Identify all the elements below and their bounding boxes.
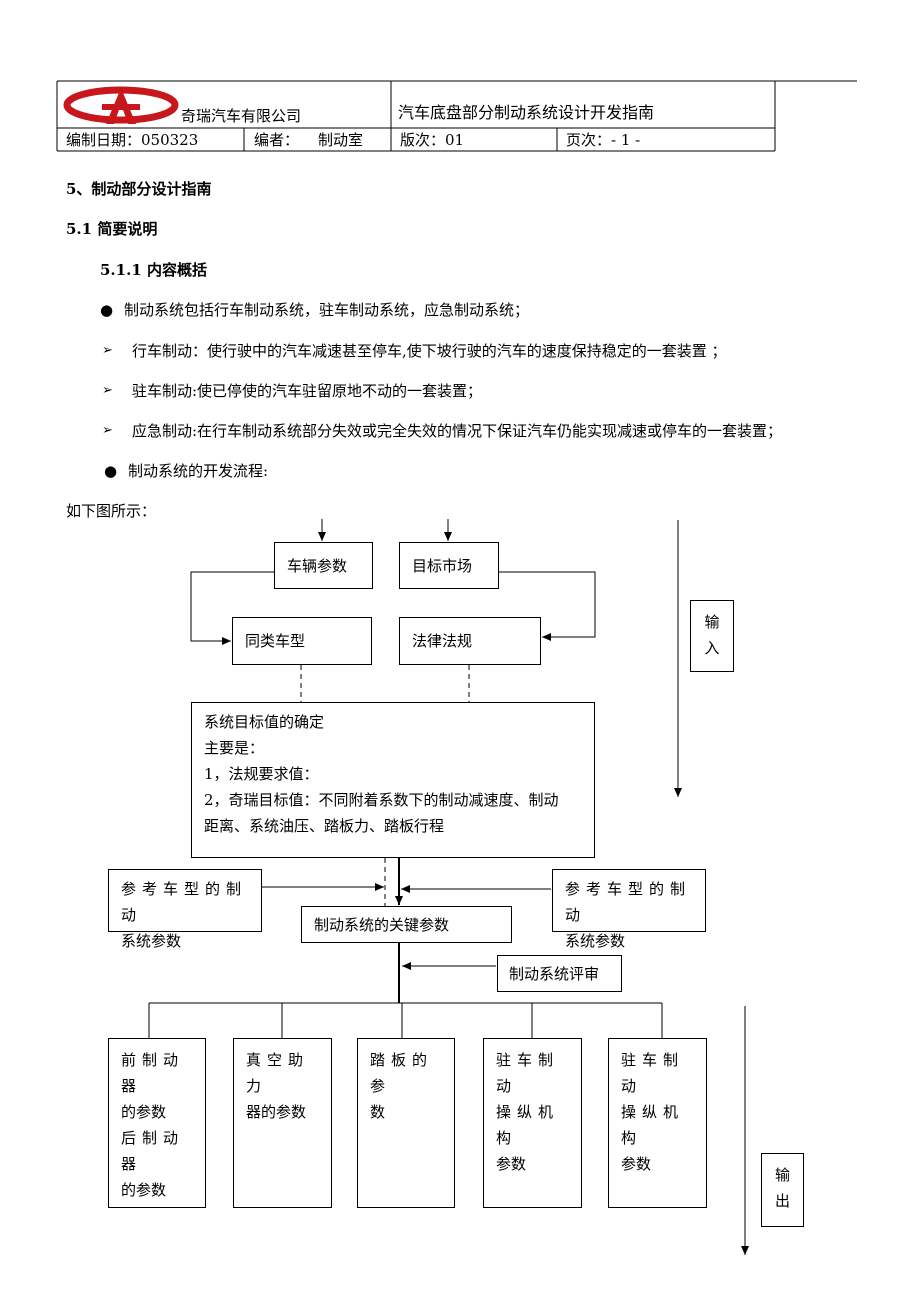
output-label-2: 出 <box>774 1192 790 1210</box>
system-target-box: 系统目标值的确定 主要是： 1，法规要求值： 2，奇瑞目标值：不同附着系数下的制… <box>191 702 595 858</box>
box-label: 法律法规 <box>412 632 473 650</box>
output-line: 参数 <box>496 1155 527 1173</box>
bullet-brake-systems: 制动系统包括行车制动系统，驻车制动系统，应急制动系统； <box>124 301 530 319</box>
bullet-dot-icon: ● <box>104 462 118 480</box>
ref-line: 参考车型的制动 <box>565 880 692 924</box>
company-name: 奇瑞汽车有限公司 <box>181 107 302 125</box>
output-line: 的参数 <box>121 1103 167 1121</box>
page-number: 页次：- 1 - <box>566 131 641 149</box>
target-line: 距离、系统油压、踏板力、踏板行程 <box>204 817 445 835</box>
box-label: 同类车型 <box>245 632 306 650</box>
arrow-bullet-icon: ➢ <box>102 383 113 398</box>
arrow-bullet-icon: ➢ <box>102 423 113 438</box>
target-market-box: 目标市场 <box>399 542 499 589</box>
front-rear-brake-params-box: 前制动器 的参数 后制动器 的参数 <box>108 1038 206 1208</box>
output-line: 器的参数 <box>246 1103 307 1121</box>
output-line: 前制动器 <box>121 1051 185 1095</box>
output-stage-box: 输 出 <box>761 1153 804 1227</box>
bullet-emergency-brake: 应急制动:在行车制动系统部分失效或完全失效的情况下保证汽车仍能实现减速或停车的一… <box>132 422 783 440</box>
section-5-1-heading: 5.1 简要说明 <box>66 220 158 238</box>
input-label-2: 入 <box>704 639 720 657</box>
output-line: 数 <box>370 1103 386 1121</box>
box-label: 制动系统的关键参数 <box>314 916 450 934</box>
target-line: 2，奇瑞目标值：不同附着系数下的制动减速度、制动 <box>204 791 559 809</box>
regulations-box: 法律法规 <box>399 617 541 665</box>
output-label-1: 输 <box>774 1166 790 1184</box>
ref-model-left-box: 参考车型的制动 系统参数 <box>108 869 262 950</box>
target-line: 1，法规要求值： <box>204 765 319 783</box>
chery-logo <box>63 86 179 124</box>
review-box: 制动系统评审 <box>497 955 622 992</box>
key-params-box: 制动系统的关键参数 <box>301 906 512 943</box>
output-line: 参数 <box>621 1155 652 1173</box>
input-stage-box: 输 入 <box>690 600 734 672</box>
ref-line: 系统参数 <box>565 932 626 950</box>
bullet-service-brake: 行车制动：使行驶中的汽车减速甚至停车,使下坡行驶的汽车的速度保持稳定的一套装置 … <box>132 342 727 360</box>
ref-model-right-box: 参考车型的制动 系统参数 <box>552 869 706 950</box>
output-line: 的参数 <box>121 1181 167 1199</box>
output-line: 踏板的参 <box>370 1051 434 1095</box>
version: 版次：01 <box>400 131 465 149</box>
parking-control-params-box-2: 驻车制动 操纵机构 参数 <box>608 1038 707 1208</box>
target-line: 主要是： <box>204 739 265 757</box>
doc-title: 汽车底盘部分制动系统设计开发指南 <box>398 103 655 122</box>
bullet-dot-icon: ● <box>100 301 114 319</box>
section-5-1-1-heading: 5.1.1 内容概括 <box>100 261 207 279</box>
box-label: 制动系统评审 <box>509 965 600 983</box>
output-line: 操纵机构 <box>496 1103 560 1147</box>
compile-date: 编制日期：050323 <box>66 131 199 149</box>
input-label-1: 输 <box>704 613 720 631</box>
bullet-parking-brake: 驻车制动:使已停使的汽车驻留原地不动的一套装置； <box>132 382 483 400</box>
arrow-bullet-icon: ➢ <box>102 343 113 358</box>
vacuum-booster-params-box: 真空助力 器的参数 <box>233 1038 332 1208</box>
box-label: 车辆参数 <box>287 557 348 575</box>
author-value: 制动室 <box>318 131 364 149</box>
figure-caption: 如下图所示： <box>66 502 157 520</box>
author-label: 编者： <box>254 131 300 149</box>
box-label: 目标市场 <box>412 557 473 575</box>
ref-line: 系统参数 <box>121 932 182 950</box>
output-line: 驻车制动 <box>621 1051 685 1095</box>
output-line: 真空助力 <box>246 1051 310 1095</box>
output-line: 操纵机构 <box>621 1103 685 1147</box>
parking-control-params-box-1: 驻车制动 操纵机构 参数 <box>483 1038 582 1208</box>
ref-line: 参考车型的制动 <box>121 880 248 924</box>
target-line: 系统目标值的确定 <box>204 713 325 731</box>
pedal-params-box: 踏板的参 数 <box>357 1038 455 1208</box>
section-5-heading: 5、制动部分设计指南 <box>66 180 212 198</box>
similar-models-box: 同类车型 <box>232 617 372 665</box>
vehicle-params-box: 车辆参数 <box>274 542 373 589</box>
bullet-dev-process: 制动系统的开发流程: <box>128 462 269 480</box>
output-line: 驻车制动 <box>496 1051 560 1095</box>
output-line: 后制动器 <box>121 1129 185 1173</box>
